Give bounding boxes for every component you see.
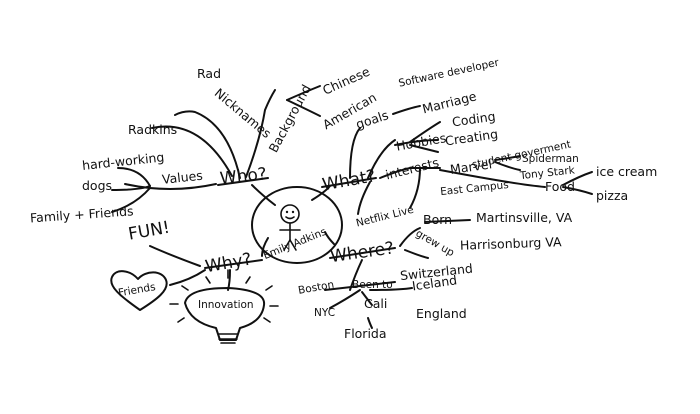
interests-label: interests bbox=[384, 155, 440, 183]
nickname-radkins: Radkins bbox=[128, 122, 177, 137]
grew-up-label: grew up bbox=[414, 228, 457, 260]
been-to-england: England bbox=[416, 306, 467, 321]
marvel-tony-stark: Tony Stark bbox=[518, 164, 576, 182]
why-fun: FUN! bbox=[127, 218, 172, 245]
values-label: Values bbox=[161, 168, 203, 187]
value-dogs: dogs bbox=[82, 178, 112, 193]
what-branch: What? goals Software developer Marriage … bbox=[321, 56, 657, 229]
food-ice-cream: ice cream bbox=[596, 164, 657, 179]
why-friends: Friends bbox=[117, 281, 156, 299]
been-to-florida: Florida bbox=[344, 326, 387, 341]
lightbulb-icon bbox=[169, 269, 279, 344]
why-innovation: Innovation bbox=[198, 299, 254, 311]
been-to-iceland: Iceland bbox=[411, 272, 458, 293]
who-hub-label: Who? bbox=[219, 164, 268, 189]
heart-icon bbox=[110, 270, 168, 311]
interest-marvel: Marvel bbox=[449, 156, 493, 177]
born-label: Born bbox=[423, 212, 452, 227]
value-hard-working: hard-working bbox=[81, 149, 165, 173]
grew-up-value: Harrisonburg VA bbox=[460, 234, 563, 253]
connector-lines bbox=[111, 85, 593, 329]
value-family-friends: Family + Friends bbox=[30, 203, 134, 225]
hobby-creating: Creating bbox=[444, 126, 499, 148]
where-hub-label: Where? bbox=[329, 238, 395, 267]
nickname-rad: Rad bbox=[197, 66, 221, 81]
born-value: Martinsville, VA bbox=[476, 210, 573, 225]
food-pizza: pizza bbox=[596, 188, 628, 203]
interest-east-campus: East Campus bbox=[440, 179, 510, 198]
who-branch: Who? Nicknames Rad Radkins Values hard-w… bbox=[30, 64, 379, 226]
what-hub-label: What? bbox=[321, 166, 377, 195]
been-to-nyc: NYC bbox=[314, 307, 335, 319]
goal-software-developer: Software developer bbox=[397, 56, 500, 89]
hobby-coding: Coding bbox=[451, 109, 496, 130]
marvel-spiderman: Spiderman bbox=[522, 153, 579, 165]
where-branch: Where? Born Martinsville, VA grew up Har… bbox=[297, 210, 572, 341]
been-to-label: Been to bbox=[352, 279, 393, 291]
interest-netflix-live: Netflix Live bbox=[355, 204, 415, 230]
why-branch: Why? FUN! Friends Innovation bbox=[110, 218, 279, 344]
been-to-cali: Cali bbox=[364, 296, 387, 311]
hobbies-label: Hobbies bbox=[395, 130, 447, 154]
interest-food: Food bbox=[545, 179, 575, 194]
center-node: Emily Adkins bbox=[251, 186, 343, 264]
been-to-boston: Boston bbox=[297, 279, 335, 297]
center-name: Emily Adkins bbox=[262, 226, 329, 262]
stick-figure-icon bbox=[279, 204, 301, 251]
